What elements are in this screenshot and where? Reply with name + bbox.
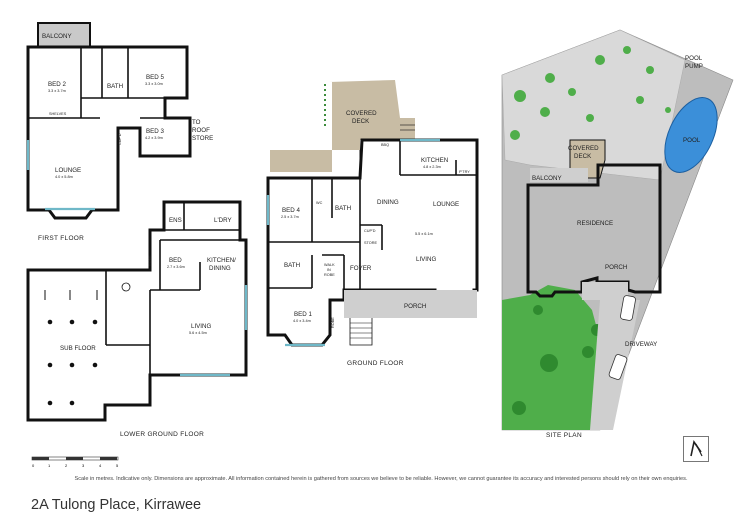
ground-deck-line1: COVERED <box>346 110 377 117</box>
ground-dining-label: DINING <box>377 199 399 206</box>
first-shelves-label: SHELVES <box>49 112 67 116</box>
disclaimer-text: Scale in metres. Indicative only. Dimens… <box>74 476 688 482</box>
site-residence-label: RESIDENCE <box>577 220 613 227</box>
site-deck-line1: COVERED <box>568 145 599 152</box>
roof-store-line3: STORE <box>192 135 213 142</box>
site-deck-line2: DECK <box>574 153 592 160</box>
compass-north-icon <box>683 436 709 462</box>
lower-bed-label: BED <box>169 257 182 264</box>
pool-shape <box>664 97 718 173</box>
ground-bbq-label: BBQ <box>381 143 389 147</box>
ground-bath-label: BATH <box>335 205 351 212</box>
site-pool-pump-line1: POOL <box>685 55 703 62</box>
first-floor-title: FIRST FLOOR <box>38 235 84 242</box>
ground-floor-plan: COVERED DECK BBQ KITCHEN 4.8 x 2.3m P'TR… <box>266 80 479 367</box>
site-porch-label: PORCH <box>605 264 627 271</box>
lower-ground-floor-plan: SUB FLOOR ENS L'DRY ROBE BED 2.7 x 3.6m … <box>26 200 248 438</box>
floor-plan-diagram: BALCONY BED 2 3.3 x 3.7m BATH BED 5 3.3 … <box>26 22 734 439</box>
ground-wir-line1: WALK <box>324 263 335 267</box>
roof-store-line1: TO <box>192 119 201 126</box>
scale-tick-2: 2 <box>65 463 68 468</box>
scale-tick-4: 4 <box>99 463 102 468</box>
ground-deck-line2: DECK <box>352 118 370 125</box>
ground-pantry-label: P'TRY <box>459 170 470 174</box>
ground-floor-title: GROUND FLOOR <box>347 360 404 367</box>
ground-wir-line2: IN <box>327 268 331 272</box>
first-bed2-label: BED 2 <box>48 81 66 88</box>
first-cupd-label: CUP'D <box>118 133 122 145</box>
ground-bed4-label: BED 4 <box>282 207 300 214</box>
ground-wc-label: WC <box>316 201 323 205</box>
scale-tick-1: 1 <box>48 463 51 468</box>
ground-kitchen-label: KITCHEN <box>421 157 448 164</box>
ground-robe-label: ROBE <box>331 317 335 328</box>
roof-store-line2: ROOF <box>192 127 210 134</box>
first-bed3-label: BED 3 <box>146 128 164 135</box>
first-bed2-dims: 3.3 x 3.7m <box>48 89 66 93</box>
ground-bed1-label: BED 1 <box>294 311 312 318</box>
lower-kitchen-line2: DINING <box>209 265 231 272</box>
site-vegetation <box>510 46 671 140</box>
first-balcony-label: BALCONY <box>42 33 72 40</box>
lower-floor-title: LOWER GROUND FLOOR <box>120 431 204 438</box>
scale-tick-3: 3 <box>82 463 85 468</box>
site-balcony-label: BALCONY <box>532 175 562 182</box>
covered-deck-fill <box>270 80 415 172</box>
ground-bed1-dims: 4.0 x 3.4m <box>293 319 311 323</box>
ground-living-dims: 5.5 x 6.1m <box>415 232 433 236</box>
property-address: 2A Tulong Place, Kirrawee <box>31 497 202 513</box>
site-plan: POOL PUMP POOL COVERED DECK BALCONY RESI… <box>501 29 734 439</box>
ground-porch-label: PORCH <box>404 303 426 310</box>
site-pool-pump-line2: PUMP <box>685 63 703 70</box>
first-bath-label: BATH <box>107 83 123 90</box>
lower-living-dims: 5.6 x 4.5m <box>189 331 207 335</box>
scale-bar: 0 1 2 3 4 5 <box>31 456 121 476</box>
ground-bed4-dims: 2.5 x 3.7m <box>281 215 299 219</box>
site-lawn <box>502 285 620 430</box>
lower-kitchen-line1: KITCHEN/ <box>207 257 236 264</box>
scale-tick-0: 0 <box>32 463 35 468</box>
site-plan-title: SITE PLAN <box>546 432 582 439</box>
ground-lounge-label: LOUNGE <box>433 201 459 208</box>
ground-cupd-label: CUP'D <box>364 229 376 233</box>
first-bed5-label: BED 5 <box>146 74 164 81</box>
residence-outline <box>526 163 662 298</box>
lower-bed-dims: 2.7 x 3.6m <box>167 265 185 269</box>
ground-bath2-label: BATH <box>284 262 300 269</box>
scale-tick-5: 5 <box>116 463 119 468</box>
first-floor-plan: BALCONY BED 2 3.3 x 3.7m BATH BED 5 3.3 … <box>26 22 213 242</box>
first-lounge-dims: 4.0 x 5.8m <box>55 175 73 179</box>
ground-porch-fill <box>344 290 477 318</box>
ground-wir-line3: ROBE <box>324 273 335 277</box>
lower-ens-label: ENS <box>169 217 182 224</box>
first-bed5-dims: 3.3 x 3.0m <box>145 82 163 86</box>
first-lounge-label: LOUNGE <box>55 167 81 174</box>
site-driveway-label: DRIVEWAY <box>625 341 657 348</box>
ground-foyer-label: FOYER <box>350 265 372 272</box>
lower-robe-label: ROBE <box>148 255 152 266</box>
ground-store-label: STORE <box>364 241 377 245</box>
lower-subfloor-label: SUB FLOOR <box>60 345 96 352</box>
ground-kitchen-dims: 4.8 x 2.3m <box>423 165 441 169</box>
site-pool-label: POOL <box>683 137 701 144</box>
lower-living-label: LIVING <box>191 323 211 330</box>
lower-ldry-label: L'DRY <box>214 217 232 224</box>
ground-living-label: LIVING <box>416 256 436 263</box>
first-bed3-dims: 4.2 x 3.9m <box>145 136 163 140</box>
